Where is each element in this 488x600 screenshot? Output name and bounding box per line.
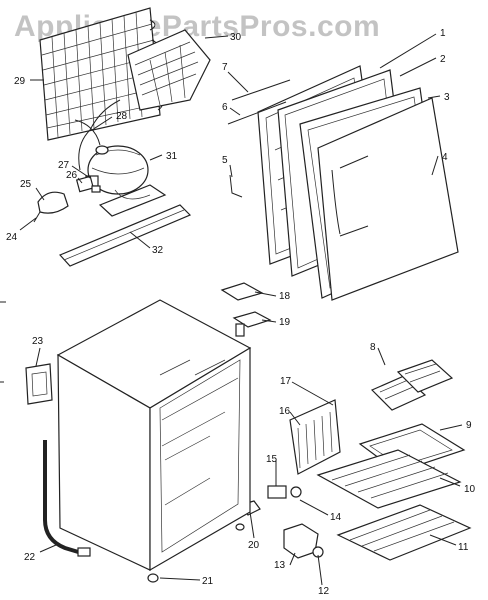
ice-trays: [370, 359, 454, 411]
callout-16: 16: [279, 406, 291, 417]
callout-14: 14: [330, 512, 342, 523]
callout-9: 9: [466, 420, 472, 431]
callout-2: 2: [440, 54, 446, 65]
callout-11: 11: [458, 542, 469, 553]
callout-23: 23: [32, 336, 44, 347]
callout-21: 21: [202, 576, 214, 587]
door-outer: [317, 97, 459, 301]
relay-overload: [75, 175, 101, 193]
condenser-coil: [39, 7, 163, 141]
callout-numbers: 1 2 3 4 5 6 7 8 9 10 11 12 13 14 15 16 1…: [6, 28, 476, 597]
callout-13: 13: [274, 560, 286, 571]
power-cord: [43, 440, 91, 557]
callout-28: 28: [116, 111, 128, 122]
callout-10: 10: [464, 484, 476, 495]
callout-27: 27: [58, 160, 70, 171]
callout-3: 3: [444, 92, 450, 103]
callout-15: 15: [266, 454, 278, 465]
base-rail: [58, 184, 192, 267]
top-hinge: [220, 282, 264, 301]
callout-20: 20: [248, 540, 260, 551]
callout-8: 8: [370, 342, 376, 353]
callout-17: 17: [280, 376, 292, 387]
callout-30: 30: [230, 32, 242, 43]
door-rods: [227, 79, 291, 198]
leveling-foot: [147, 523, 245, 583]
thermostat: [267, 485, 302, 499]
callout-1: 1: [440, 28, 446, 39]
callout-19: 19: [279, 317, 291, 328]
control-box: [283, 523, 324, 559]
evaporator-assembly: [78, 29, 211, 171]
callout-22: 22: [24, 552, 36, 563]
cabinet: [56, 299, 252, 572]
callout-31: 31: [166, 151, 178, 162]
callout-32: 32: [152, 245, 164, 256]
callout-18: 18: [279, 291, 291, 302]
callout-5: 5: [222, 155, 228, 166]
callout-25: 25: [20, 179, 32, 190]
shelf-upper: [316, 449, 462, 509]
callout-24: 24: [6, 232, 18, 243]
leader-lines: [19, 33, 463, 586]
shelf-lower: [336, 504, 472, 561]
freezer-compartment: [289, 399, 341, 475]
callout-29: 29: [14, 76, 26, 87]
vent-plate: [25, 363, 53, 405]
callout-7: 7: [222, 62, 228, 73]
callout-6: 6: [222, 102, 228, 113]
relay-cover: [33, 191, 69, 223]
hinge-bracket: [232, 311, 272, 337]
callout-4: 4: [442, 152, 448, 163]
margin-ticks: [0, 301, 6, 383]
callout-26: 26: [66, 170, 78, 181]
callout-12: 12: [318, 586, 330, 597]
